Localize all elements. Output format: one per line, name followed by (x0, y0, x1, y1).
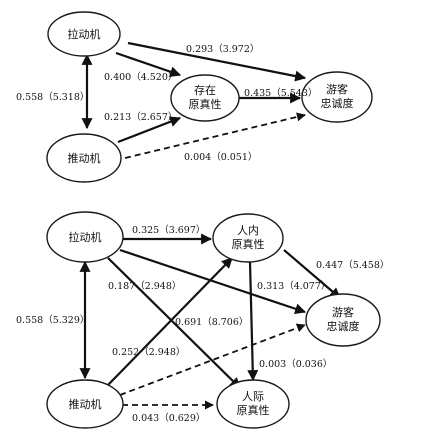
bottom-model: 拉动机 推动机 人内 原真性 人际 原真性 游客 忠诚度 0.325（3.697… (16, 211, 389, 429)
edge-pull-inter (107, 257, 241, 389)
node-interpersonal-authenticity: 人际 原真性 (216, 379, 290, 429)
edge-label-push-existential: 0.213（2.657） (104, 111, 177, 123)
node-push-motivation: 推动机 (46, 133, 122, 183)
edge-pull-existential (115, 51, 182, 77)
edge-label-intra-loyalty: 0.447（5.458） (316, 259, 389, 271)
edge-label-pull-existential: 0.400（4.520） (104, 71, 177, 83)
node-tourist-loyalty: 游客 忠诚度 (301, 71, 373, 123)
edge-label-push-loyalty: 0.691（8.706） (175, 316, 248, 328)
edge-intra-loyalty (283, 249, 341, 299)
edge-label-pull-loyalty: 0.313（4.077） (257, 280, 330, 292)
edge-label-pull-push: 0.558（5.318） (16, 91, 89, 103)
node-push-motivation: 推动机 (46, 379, 124, 429)
edge-push-loyalty (119, 323, 306, 396)
node-existential-authenticity: 存在 原真性 (170, 74, 240, 122)
node-label: 推动机 (68, 151, 101, 165)
edge-intra-inter (247, 261, 259, 382)
top-model: 拉动机 推动机 存在 原真性 游客 忠诚度 0.293（3.972） 0.400… (16, 11, 373, 183)
node-label-line1: 游客 (326, 82, 348, 96)
edge-label-intra-inter: 0.003（0.036） (259, 358, 332, 370)
node-label-line1: 人际 (242, 390, 264, 403)
node-label: 拉动机 (68, 27, 101, 41)
edge-push-existential (117, 116, 182, 144)
edge-label-push-loyalty: 0.004（0.051） (184, 151, 257, 163)
node-label-line1: 存在 (194, 83, 216, 97)
edge-label-push-inter: 0.043（0.629） (132, 412, 205, 424)
edge-label-pull-loyalty: 0.293（3.972） (186, 43, 259, 55)
node-intrapersonal-authenticity: 人内 原真性 (212, 213, 284, 263)
edge-pull-loyalty (119, 248, 307, 315)
edge-label-pull-push: 0.558（5.329） (16, 314, 89, 326)
node-label-line2: 忠诚度 (327, 319, 360, 333)
edge-label-pull-inter: 0.187（2.948） (108, 280, 181, 292)
node-label-line2: 原真性 (237, 403, 270, 417)
node-label-line2: 原真性 (189, 97, 222, 111)
edge-push-intra (107, 257, 233, 386)
node-label-line2: 原真性 (232, 237, 265, 251)
edge-label-existential-loyalty: 0.435（5.543） (244, 87, 317, 99)
node-label: 推动机 (69, 397, 102, 411)
node-pull-motivation: 拉动机 (46, 211, 124, 263)
edge-label-pull-intra: 0.325（3.697） (132, 224, 205, 236)
node-pull-motivation: 拉动机 (47, 11, 121, 57)
node-tourist-loyalty: 游客 忠诚度 (305, 293, 381, 347)
node-label-line1: 人内 (237, 223, 259, 237)
node-label-line1: 游客 (332, 305, 354, 319)
node-label: 拉动机 (69, 230, 102, 244)
edge-label-push-intra: 0.252（2.948） (112, 346, 185, 358)
edge-push-loyalty (124, 112, 306, 159)
edge-pull-loyalty (127, 41, 307, 82)
node-label-line2: 忠诚度 (321, 96, 354, 110)
